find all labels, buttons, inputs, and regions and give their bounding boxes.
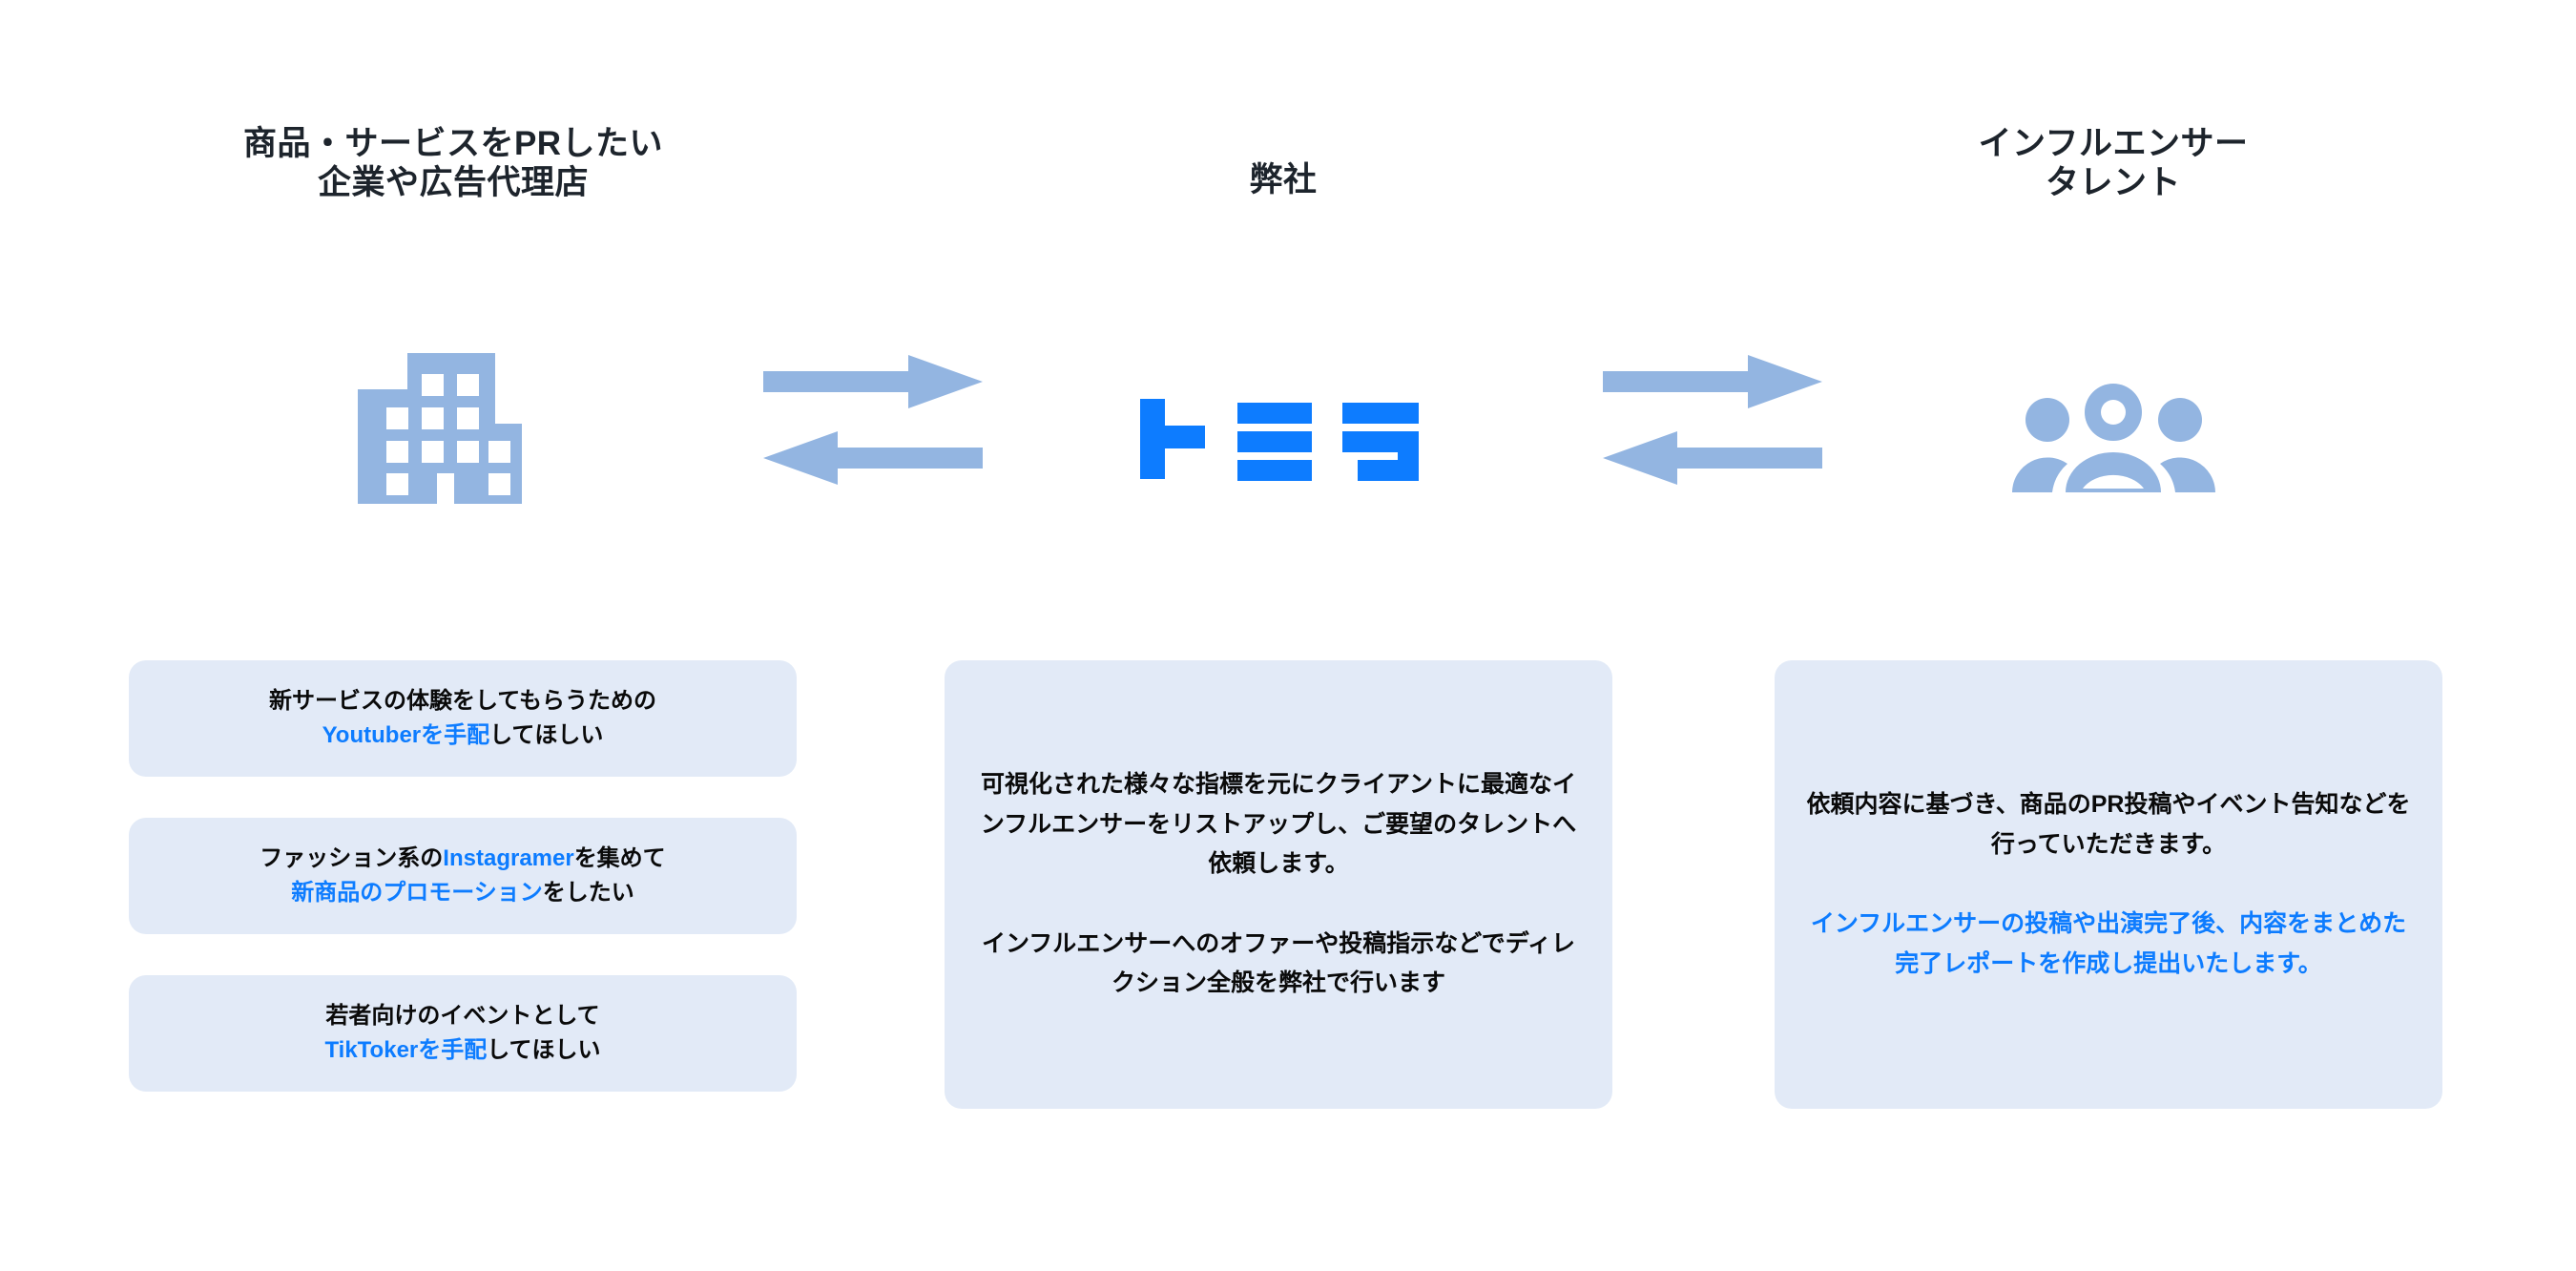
card-plain-text: してほしい	[487, 1037, 601, 1063]
card-accent-text-2: 新商品のプロモーション	[291, 880, 543, 906]
client-title-line-2: 企業や広告代理店	[317, 164, 589, 202]
company-logo-band	[930, 339, 1636, 539]
office-building-icon	[358, 353, 549, 525]
influencer-paragraph-plain: 依頼内容に基づき、商品のPR投稿やイベント告知などを行っていただきます。	[1806, 791, 2411, 858]
client-title-line-1: 商品・サービスをPRしたい	[242, 125, 664, 162]
card-plain-text-b: を集めて	[573, 844, 666, 871]
card-line-2: Youtuberを手配してほしい	[322, 719, 604, 753]
card-line-1: 新サービスの体験をしてもらうための	[268, 687, 657, 714]
card-plain-text-a: ファッション系の	[260, 844, 444, 871]
influencer-icon-band	[1760, 339, 2466, 539]
card-line-1: ファッション系のInstagramerを集めて	[260, 842, 665, 876]
client-request-card-instagramer: ファッション系のInstagramerを集めて 新商品のプロモーションをしたい	[129, 818, 797, 934]
influencer-process-card: 依頼内容に基づき、商品のPR投稿やイベント告知などを行っていただきます。 インフ…	[1775, 660, 2442, 1109]
client-column-title: 商品・サービスをPRしたい 企業や広告代理店	[100, 124, 806, 203]
client-request-card-youtuber: 新サービスの体験をしてもらうための Youtuberを手配してほしい	[129, 660, 797, 777]
influencer-paragraph-accent: インフルエンサーの投稿や出演完了後、内容をまとめた完了レポートを作成し提出いたし…	[1810, 910, 2407, 977]
group-people-icon	[2006, 382, 2221, 496]
company-paragraph-1: 可視化された様々な指標を元にクライアントに最適なインフルエンサーをリストアップし…	[980, 771, 1577, 878]
card-accent-text: Instagramer	[443, 844, 574, 871]
column-influencer: インフルエンサー タレント	[1760, 0, 2466, 1271]
column-client: 商品・サービスをPRしたい 企業や広告代理店	[100, 0, 806, 1271]
card-line-1: 若者向けのイベントとして	[325, 1002, 600, 1029]
client-request-card-tiktoker: 若者向けのイベントとして TikTokerを手配してほしい	[129, 975, 797, 1092]
card-plain-text: してほしい	[489, 722, 604, 748]
company-title-line-1: 弊社	[1249, 161, 1318, 198]
card-plain-text-c: をしたい	[542, 880, 634, 906]
client-icon-band	[100, 339, 806, 539]
tomira-logo	[1131, 395, 1436, 483]
arrow-left-icon	[1603, 431, 1822, 485]
influencer-title-line-1: インフルエンサー	[1978, 125, 2249, 162]
card-accent-text: Youtuberを手配	[322, 722, 490, 748]
connector-company-influencer	[1603, 355, 1822, 498]
column-company: 弊社 可視化された様々な指標を元にクライアントに最適なインフルエンサーをリストア…	[930, 0, 1636, 1271]
arrow-right-icon	[763, 355, 983, 408]
influencer-column-title: インフルエンサー タレント	[1760, 124, 2466, 203]
influencer-title-line-2: タレント	[2045, 164, 2181, 202]
arrow-left-icon	[763, 431, 983, 485]
connector-client-company	[763, 355, 983, 498]
company-column-title: 弊社	[930, 160, 1636, 199]
card-line-2: 新商品のプロモーションをしたい	[291, 876, 634, 910]
card-line-2: TikTokerを手配してほしい	[324, 1033, 600, 1068]
arrow-right-icon	[1603, 355, 1822, 408]
company-paragraph-2: インフルエンサーへのオファーや投稿指示などでディレクション全般を弊社で行います	[981, 929, 1575, 997]
company-process-card: 可視化された様々な指標を元にクライアントに最適なインフルエンサーをリストアップし…	[945, 660, 1612, 1109]
card-accent-text: TikTokerを手配	[324, 1037, 488, 1063]
